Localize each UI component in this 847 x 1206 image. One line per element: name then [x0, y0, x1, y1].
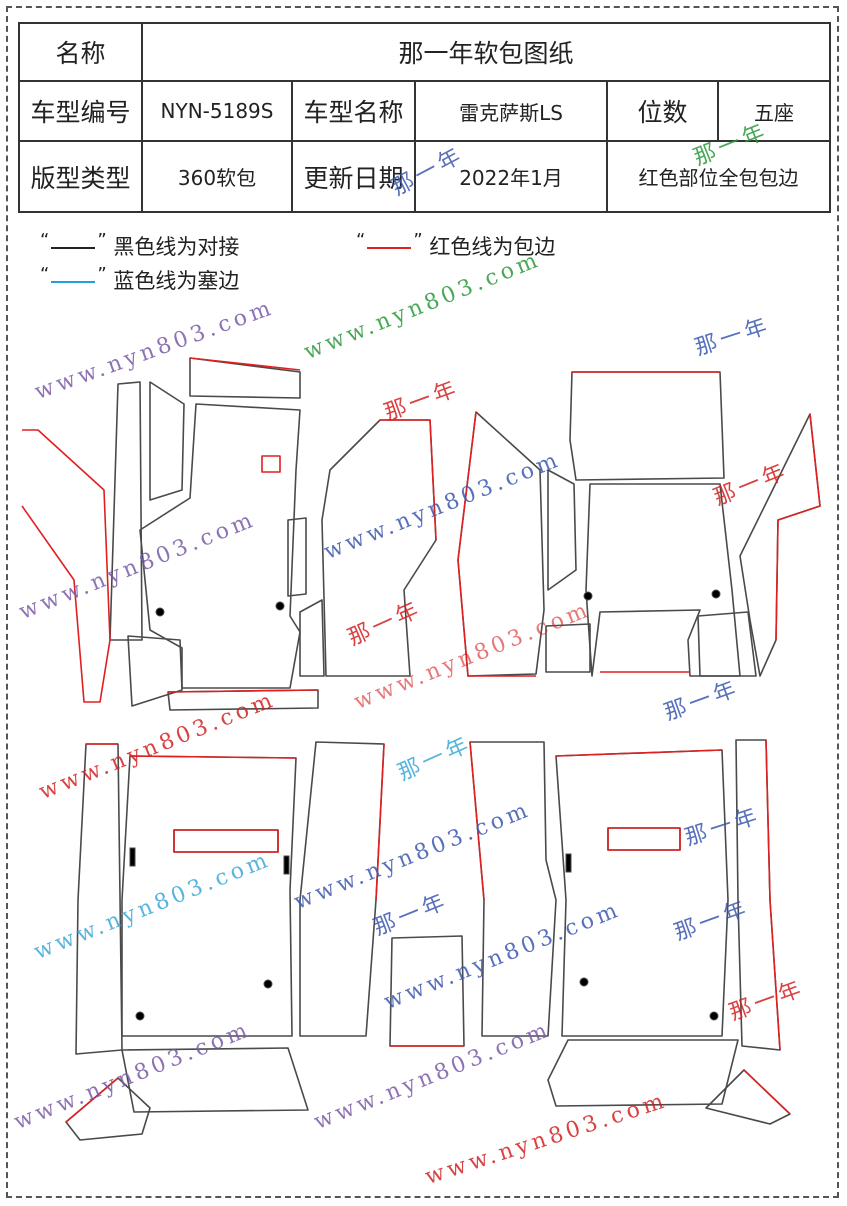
legend-blue: “ ” 蓝色线为塞边	[40, 264, 239, 295]
edge-line	[775, 413, 821, 641]
pattern-piece	[547, 1039, 739, 1107]
legend-quote: ”	[97, 264, 107, 285]
rear-right-pieces	[469, 739, 791, 1125]
pattern-piece	[139, 403, 301, 689]
date-label: 更新日期	[291, 140, 416, 213]
pattern-piece	[149, 381, 185, 501]
pattern-piece	[545, 623, 591, 673]
front-left-edges	[21, 357, 437, 703]
pattern-piece	[697, 611, 757, 677]
type-label: 版型类型	[18, 140, 143, 213]
pattern-piece	[299, 599, 325, 677]
edge-line	[65, 1077, 119, 1123]
spec-table: 名称 那一年软包图纸 车型编号 NYN-5189S 车型名称 雷克萨斯LS 位数…	[18, 22, 832, 213]
edge-line	[173, 829, 279, 853]
model-no-label: 车型编号	[18, 80, 143, 142]
rear-left-edges	[65, 743, 464, 1123]
spec-row-name: 名称 那一年软包图纸	[18, 22, 832, 82]
edge-line	[555, 749, 723, 757]
hole	[275, 601, 285, 611]
hole	[155, 607, 165, 617]
hole	[711, 589, 721, 599]
pattern-piece	[585, 483, 741, 677]
pattern-piece	[127, 635, 183, 707]
legend-blue-swatch	[51, 281, 96, 283]
pattern-piece	[555, 749, 729, 1037]
legend-red-swatch	[367, 247, 412, 249]
edge-line	[469, 741, 485, 901]
holes	[129, 589, 721, 1021]
pattern-piece	[569, 371, 725, 481]
model-name-label: 车型名称	[291, 80, 416, 142]
slot	[283, 855, 290, 875]
pattern-piece	[547, 469, 577, 591]
front-right-pieces	[457, 371, 821, 677]
slot	[565, 853, 572, 873]
name-value: 那一年软包图纸	[140, 22, 832, 82]
model-name-value: 雷克萨斯LS	[414, 80, 608, 142]
legend-quote: “	[356, 230, 366, 251]
pattern-piece	[287, 517, 307, 597]
edge-line	[129, 755, 297, 759]
edge-line	[380, 419, 437, 541]
front-right-edges	[457, 371, 821, 677]
pattern-piece	[75, 743, 123, 1055]
edge-line	[21, 429, 111, 703]
pattern-piece	[121, 1047, 309, 1113]
page-border	[6, 6, 839, 1198]
hole	[135, 1011, 145, 1021]
legend-quote: ”	[97, 230, 107, 251]
hole	[263, 979, 273, 989]
edge-line	[167, 689, 319, 693]
hole	[583, 591, 593, 601]
legend-black-text: 黑色线为对接	[113, 235, 240, 259]
model-no-value: NYN-5189S	[141, 80, 293, 142]
legend-red-text: 红色线为包边	[429, 235, 556, 259]
slot	[129, 847, 136, 867]
spec-row-type: 版型类型 360软包 更新日期 2022年1月 红色部位全包包边	[18, 140, 832, 213]
legend-quote: “	[40, 264, 50, 285]
edge-line	[743, 1069, 791, 1115]
seats-label: 位数	[606, 80, 719, 142]
edge-line	[607, 827, 681, 851]
edge-line	[765, 739, 781, 1051]
rear-right-edges	[469, 739, 791, 1115]
legend-quote: “	[40, 230, 50, 251]
edge-line	[375, 743, 385, 901]
legend-red: “ ” 红色线为包边	[356, 230, 555, 261]
pattern-piece	[607, 827, 681, 851]
date-value: 2022年1月	[414, 140, 608, 213]
pattern-piece	[705, 1069, 791, 1125]
edge-line	[457, 411, 536, 677]
spec-row-model: 车型编号 NYN-5189S 车型名称 雷克萨斯LS 位数 五座	[18, 80, 832, 142]
seats-value: 五座	[716, 80, 832, 142]
pattern-piece	[109, 381, 143, 641]
front-left-pieces	[109, 357, 437, 711]
legend-quote: ”	[413, 230, 423, 251]
pattern-piece	[469, 741, 557, 1037]
hole	[709, 1011, 719, 1021]
legend-blue-text: 蓝色线为塞边	[113, 269, 240, 293]
name-label: 名称	[18, 22, 143, 82]
pattern-piece	[189, 357, 301, 399]
legend-black-swatch	[51, 247, 96, 249]
hole	[579, 977, 589, 987]
edge-line	[261, 455, 281, 473]
note-value: 红色部位全包包边	[605, 140, 832, 213]
legend-black: “ ” 黑色线为对接	[40, 230, 239, 261]
edge-line	[189, 357, 301, 371]
type-value: 360软包	[141, 140, 293, 213]
